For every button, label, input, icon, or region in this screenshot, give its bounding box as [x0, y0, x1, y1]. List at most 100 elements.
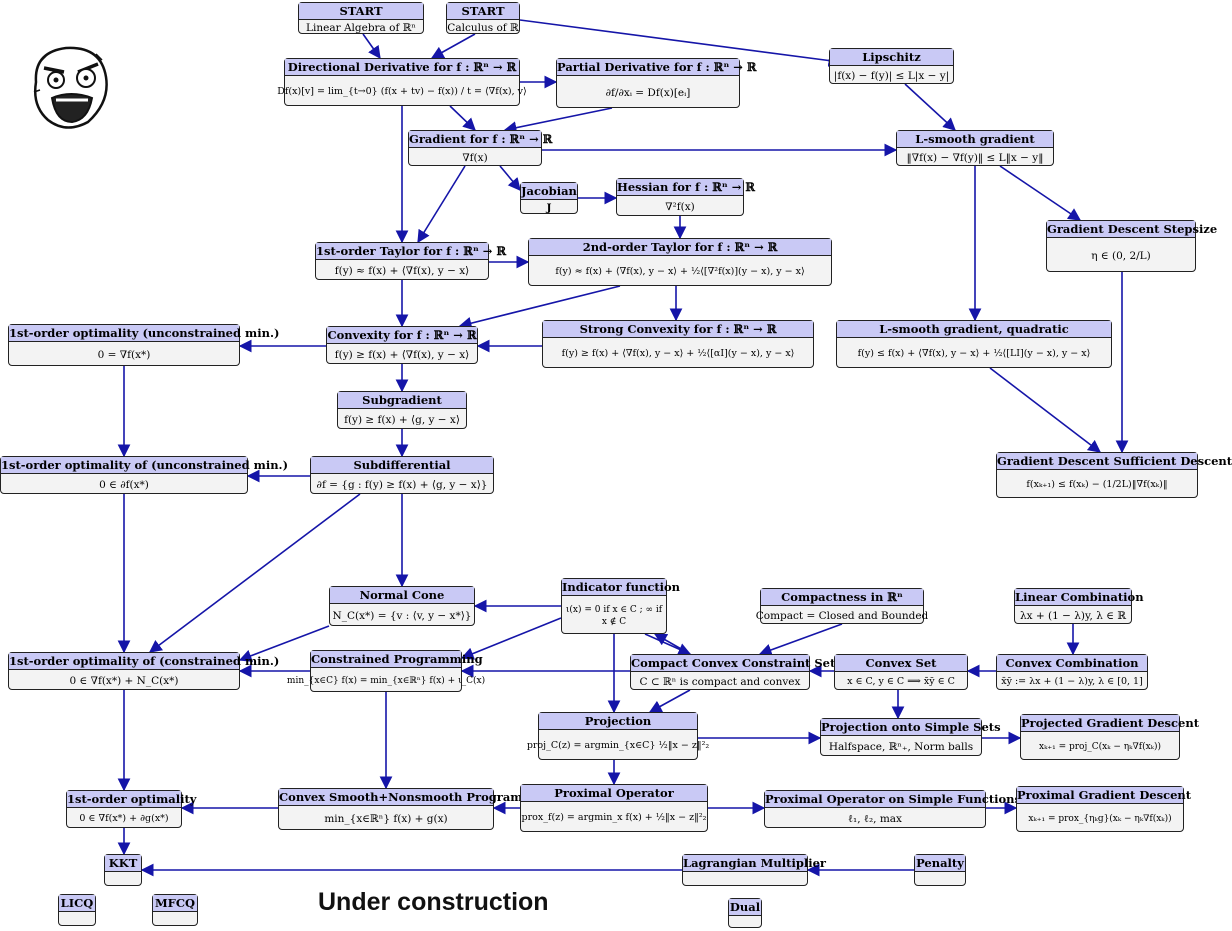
node-body	[729, 916, 761, 929]
node-body: 0 ∈ ∇f(x*) + N_C(x*)	[69, 674, 179, 687]
node-title: 1st-order optimality of (unconstrained m…	[1, 457, 289, 474]
node-title: L-smooth gradient	[897, 131, 1053, 148]
node-title: Gradient Descent Sufficient Descent	[997, 453, 1232, 470]
node-title: START	[447, 3, 519, 20]
node-title: Subdifferential	[311, 457, 493, 474]
edges-layer	[117, 19, 1129, 877]
node-title: Gradient for f : ℝⁿ → ℝ	[409, 131, 553, 148]
node-subdifferential[interactable]: Subdifferential ∂f = {g : f(y) ≥ f(x) + …	[310, 456, 494, 494]
node-body: N_C(x*) = {v : ⟨v, y − x*⟩}	[332, 609, 472, 622]
edge-arrow	[449, 105, 476, 131]
node-title: Compactness in ℝⁿ	[761, 589, 923, 606]
node-projection[interactable]: Projection proj_C(z) = argmin_{x∈C} ½‖x …	[527, 712, 709, 760]
node-optimality-unconstrained-subdiff[interactable]: 1st-order optimality of (unconstrained m…	[0, 456, 289, 494]
node-title: Normal Cone	[330, 587, 474, 604]
node-title: Gradient Descent Stepsize	[1047, 221, 1218, 238]
node-convex-set[interactable]: Convex Set x ∈ C, y ∈ C ⟹ x̄ȳ ∈ C	[834, 654, 968, 690]
node-body: f(y) ≥ f(x) + ⟨∇f(x), y − x⟩ + ½⟨[αI](y …	[561, 348, 795, 359]
node-title: L-smooth gradient, quadratic	[837, 321, 1111, 338]
node-convex-combination[interactable]: Convex Combination x̄ȳ := λx + (1 − λ)y,…	[996, 654, 1148, 690]
node-kkt[interactable]: KKT	[104, 854, 142, 886]
edge-arrow	[148, 493, 361, 653]
node-body: Compact = Closed and Bounded	[755, 609, 929, 622]
node-body: xₖ₊₁ = proj_C(xₖ − ηₖ∇f(xₖ))	[1039, 741, 1161, 752]
edge-arrow	[460, 617, 562, 660]
node-title: Convex Combination	[997, 655, 1147, 672]
node-second-order-taylor[interactable]: 2nd-order Taylor for f : ℝⁿ → ℝ f(y) ≈ f…	[528, 238, 832, 286]
node-strong-convexity[interactable]: Strong Convexity for f : ℝⁿ → ℝ f(y) ≥ f…	[542, 320, 814, 368]
node-subgradient[interactable]: Subgradient f(y) ≥ f(x) + ⟨g, y − x⟩	[337, 391, 467, 429]
node-gd-sufficient-descent[interactable]: Gradient Descent Sufficient Descent f(xₖ…	[996, 452, 1232, 498]
node-projection-simple-sets[interactable]: Projection onto Simple Sets Halfspace, ℝ…	[820, 718, 1001, 756]
node-title: 1st-order optimality (unconstrained min.…	[9, 325, 280, 342]
edge-arrow	[653, 633, 691, 655]
node-prox-simple-functions[interactable]: Proximal Operator on Simple Functions ℓ₁…	[764, 790, 1022, 828]
node-compactness[interactable]: Compactness in ℝⁿ Compact = Closed and B…	[755, 588, 929, 624]
edge-arrow	[519, 19, 842, 67]
node-body: f(y) ≥ f(x) + ⟨g, y − x⟩	[344, 413, 460, 426]
node-body: f(y) ≈ f(x) + ⟨∇f(x), y − x⟩	[334, 264, 470, 277]
node-lsmooth-gradient[interactable]: L-smooth gradient ‖∇f(x) − ∇f(y)‖ ≤ L‖x …	[896, 130, 1054, 166]
node-directional-derivative[interactable]: Directional Derivative for f : ℝⁿ → ℝ Df…	[277, 58, 527, 106]
node-linear-combination[interactable]: Linear Combination λx + (1 − λ)y, λ ∈ ℝ	[1014, 588, 1144, 624]
node-title: Projection	[539, 713, 697, 730]
node-convex-smooth-nonsmooth[interactable]: Convex Smooth+Nonsmooth Program min_{x∈ℝ…	[278, 788, 523, 830]
node-optimality-constrained[interactable]: 1st-order optimality of (constrained min…	[8, 652, 280, 690]
node-hessian[interactable]: Hessian for f : ℝⁿ → ℝ ∇²f(x)	[616, 178, 755, 216]
node-title: 1st-order optimality	[67, 791, 197, 808]
node-mfcq[interactable]: MFCQ	[152, 894, 198, 926]
node-dual[interactable]: Dual	[728, 898, 762, 928]
node-title: Convex Smooth+Nonsmooth Program	[279, 789, 523, 806]
node-body: Calculus of ℝ	[447, 21, 519, 34]
node-body: ∇f(x)	[462, 151, 488, 164]
node-indicator-function[interactable]: Indicator function ι(x) = 0 if x ∈ C ; ∞…	[561, 578, 680, 634]
node-first-order-taylor[interactable]: 1st-order Taylor for f : ℝⁿ → ℝ f(y) ≈ f…	[315, 242, 506, 280]
node-optimality-unconstrained[interactable]: 1st-order optimality (unconstrained min.…	[8, 324, 280, 366]
edge-arrow	[238, 625, 330, 662]
node-lsmooth-quadratic[interactable]: L-smooth gradient, quadratic f(y) ≤ f(x)…	[836, 320, 1112, 368]
node-convexity[interactable]: Convexity for f : ℝⁿ → ℝ f(y) ≥ f(x) + ⟨…	[326, 326, 478, 364]
node-title: 1st-order optimality of (constrained min…	[9, 653, 280, 670]
node-constrained-programming[interactable]: Constrained Programming min_{x∈C} f(x) =…	[287, 650, 485, 692]
node-start-linear-algebra[interactable]: START Linear Algebra of ℝⁿ	[298, 2, 424, 34]
node-gradient-descent-stepsize[interactable]: Gradient Descent Stepsize η ∈ (0, 2/L)	[1046, 220, 1218, 272]
node-lipschitz[interactable]: Lipschitz |f(x) − f(y)| ≤ L|x − y|	[829, 48, 954, 84]
node-compact-convex-set[interactable]: Compact Convex Constraint Set C ⊂ ℝⁿ is …	[630, 654, 835, 690]
node-body: prox_f(z) = argmin_x f(x) + ½‖x − z‖²₂	[521, 812, 707, 823]
node-normal-cone[interactable]: Normal Cone N_C(x*) = {v : ⟨v, y − x*⟩}	[329, 586, 475, 626]
node-title: Proximal Gradient Descent	[1017, 787, 1192, 804]
node-title: Projected Gradient Descent	[1021, 715, 1200, 732]
node-body: C ⊂ ℝⁿ is compact and convex	[639, 675, 801, 688]
edge-arrow	[758, 623, 843, 657]
node-start-calculus[interactable]: START Calculus of ℝ	[446, 2, 520, 34]
node-penalty[interactable]: Penalty	[914, 854, 966, 886]
node-body: ι(x) = 0 if x ∈ C ; ∞ if x ∉ C	[565, 604, 663, 627]
edge-arrow	[499, 165, 521, 191]
node-body	[153, 912, 197, 927]
node-body: f(y) ≥ f(x) + ⟨∇f(x), y − x⟩	[334, 348, 470, 361]
node-body	[59, 912, 95, 927]
node-first-order-optimality[interactable]: 1st-order optimality 0 ∈ ∇f(x*) + ∂g(x*)	[66, 790, 197, 828]
edge-arrow	[458, 285, 621, 330]
node-partial-derivative[interactable]: Partial Derivative for f : ℝⁿ → ℝ ∂f/∂xᵢ…	[556, 58, 757, 108]
node-body: xₖ₊₁ = prox_{ηₖg}(xₖ − ηₖ∇f(xₖ))	[1028, 813, 1172, 824]
node-body: Linear Algebra of ℝⁿ	[306, 21, 416, 34]
node-body	[915, 872, 965, 887]
node-body: λx + (1 − λ)y, λ ∈ ℝ	[1019, 609, 1127, 622]
node-title: Lagrangian Multiplier	[683, 855, 826, 872]
node-title: Projection onto Simple Sets	[821, 719, 1001, 736]
node-title: START	[299, 3, 423, 20]
node-lagrangian-multiplier[interactable]: Lagrangian Multiplier	[682, 854, 826, 886]
node-proximal-operator[interactable]: Proximal Operator prox_f(z) = argmin_x f…	[520, 784, 708, 832]
node-projected-gradient-descent[interactable]: Projected Gradient Descent xₖ₊₁ = proj_C…	[1020, 714, 1200, 760]
node-gradient[interactable]: Gradient for f : ℝⁿ → ℝ ∇f(x)	[408, 130, 553, 166]
node-body: x ∈ C, y ∈ C ⟹ x̄ȳ ∈ C	[847, 676, 955, 687]
node-jacobian[interactable]: Jacobian J	[520, 182, 578, 214]
node-licq[interactable]: LICQ	[58, 894, 96, 926]
node-body: Halfspace, ℝⁿ₊, Norm balls	[828, 740, 974, 753]
rage-face-icon	[33, 46, 108, 129]
node-title: Proximal Operator on Simple Functions	[765, 791, 1022, 808]
edge-arrow	[430, 33, 476, 59]
node-proximal-gradient-descent[interactable]: Proximal Gradient Descent xₖ₊₁ = prox_{η…	[1016, 786, 1192, 832]
node-body: f(y) ≤ f(x) + ⟨∇f(x), y − x⟩ + ½⟨[LI](y …	[857, 348, 1091, 359]
